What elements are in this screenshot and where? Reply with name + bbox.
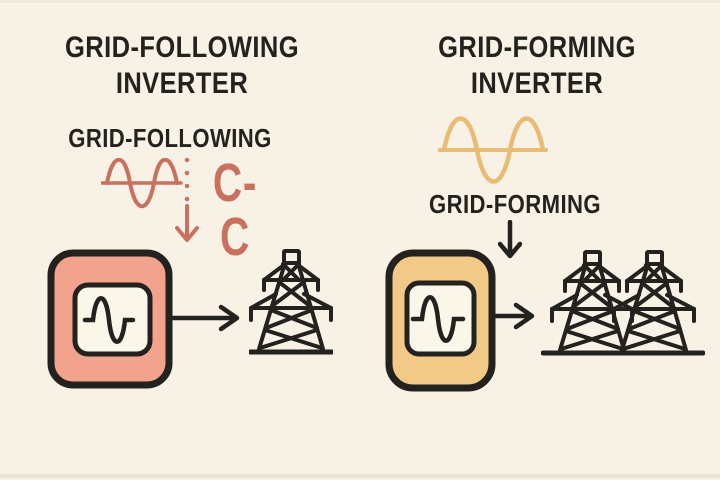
title-line-1: GRID-FOLLOWING: [64, 31, 299, 64]
grid-following-title: GRID-FOLLOWING INVERTER: [32, 30, 332, 102]
coupling-label: C-C: [212, 153, 258, 267]
right-arrow-icon: [171, 304, 240, 332]
grid-forming-signal-label: GRID-FORMING: [428, 189, 602, 219]
grid-forming-title: GRID-FORMING INVERTER: [387, 30, 687, 102]
inverter-icon: [385, 249, 496, 392]
inverter-icon: [47, 249, 173, 389]
title-line-2: INVERTER: [470, 67, 604, 100]
down-arrow-icon: [498, 220, 522, 259]
grid-following-signal-label: GRID-FOLLOWING: [68, 123, 272, 153]
transmission-towers-icon: [541, 250, 705, 356]
right-arrow-icon: [492, 302, 535, 330]
sine-wave-icon: [101, 158, 183, 208]
inverter-screen: [72, 282, 153, 357]
title-line-1: GRID-FORMING: [438, 31, 636, 64]
down-arrow-icon: [175, 204, 199, 242]
dotted-separator-icon: [184, 157, 190, 209]
sine-glyph: [410, 295, 466, 343]
transmission-tower-icon: [249, 249, 333, 355]
bottom-edge-divider: [0, 474, 720, 478]
sine-wave-icon: [438, 116, 548, 184]
title-line-2: INVERTER: [115, 67, 249, 100]
top-edge-divider: [0, 0, 720, 3]
sine-glyph: [82, 296, 136, 344]
